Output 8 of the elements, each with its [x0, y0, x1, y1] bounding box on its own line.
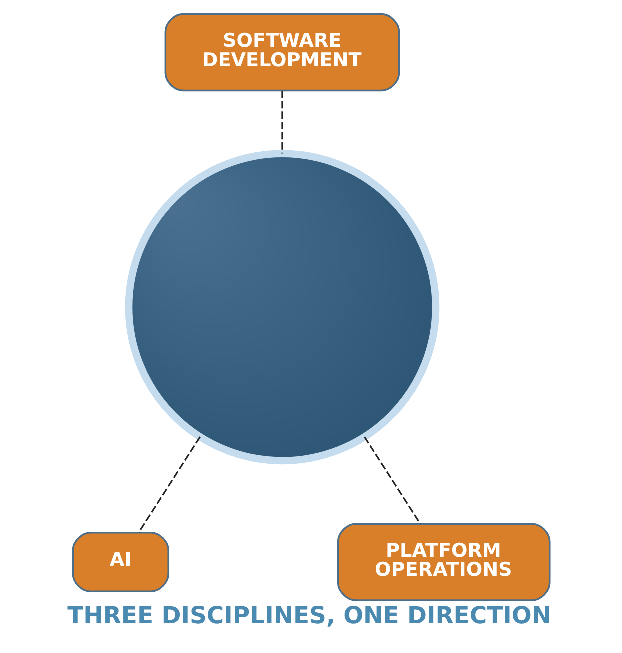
connector: [281, 91, 283, 154]
node-box: SOFTWARE DEVELOPMENT: [164, 13, 400, 92]
connector: [364, 436, 421, 524]
node-circle: [124, 150, 440, 465]
node-box: AI: [72, 532, 170, 593]
connector: [138, 436, 200, 533]
caption: THREE DISCIPLINES, ONE DIRECTION: [67, 602, 552, 630]
node-box: PLATFORM OPERATIONS: [336, 523, 550, 602]
